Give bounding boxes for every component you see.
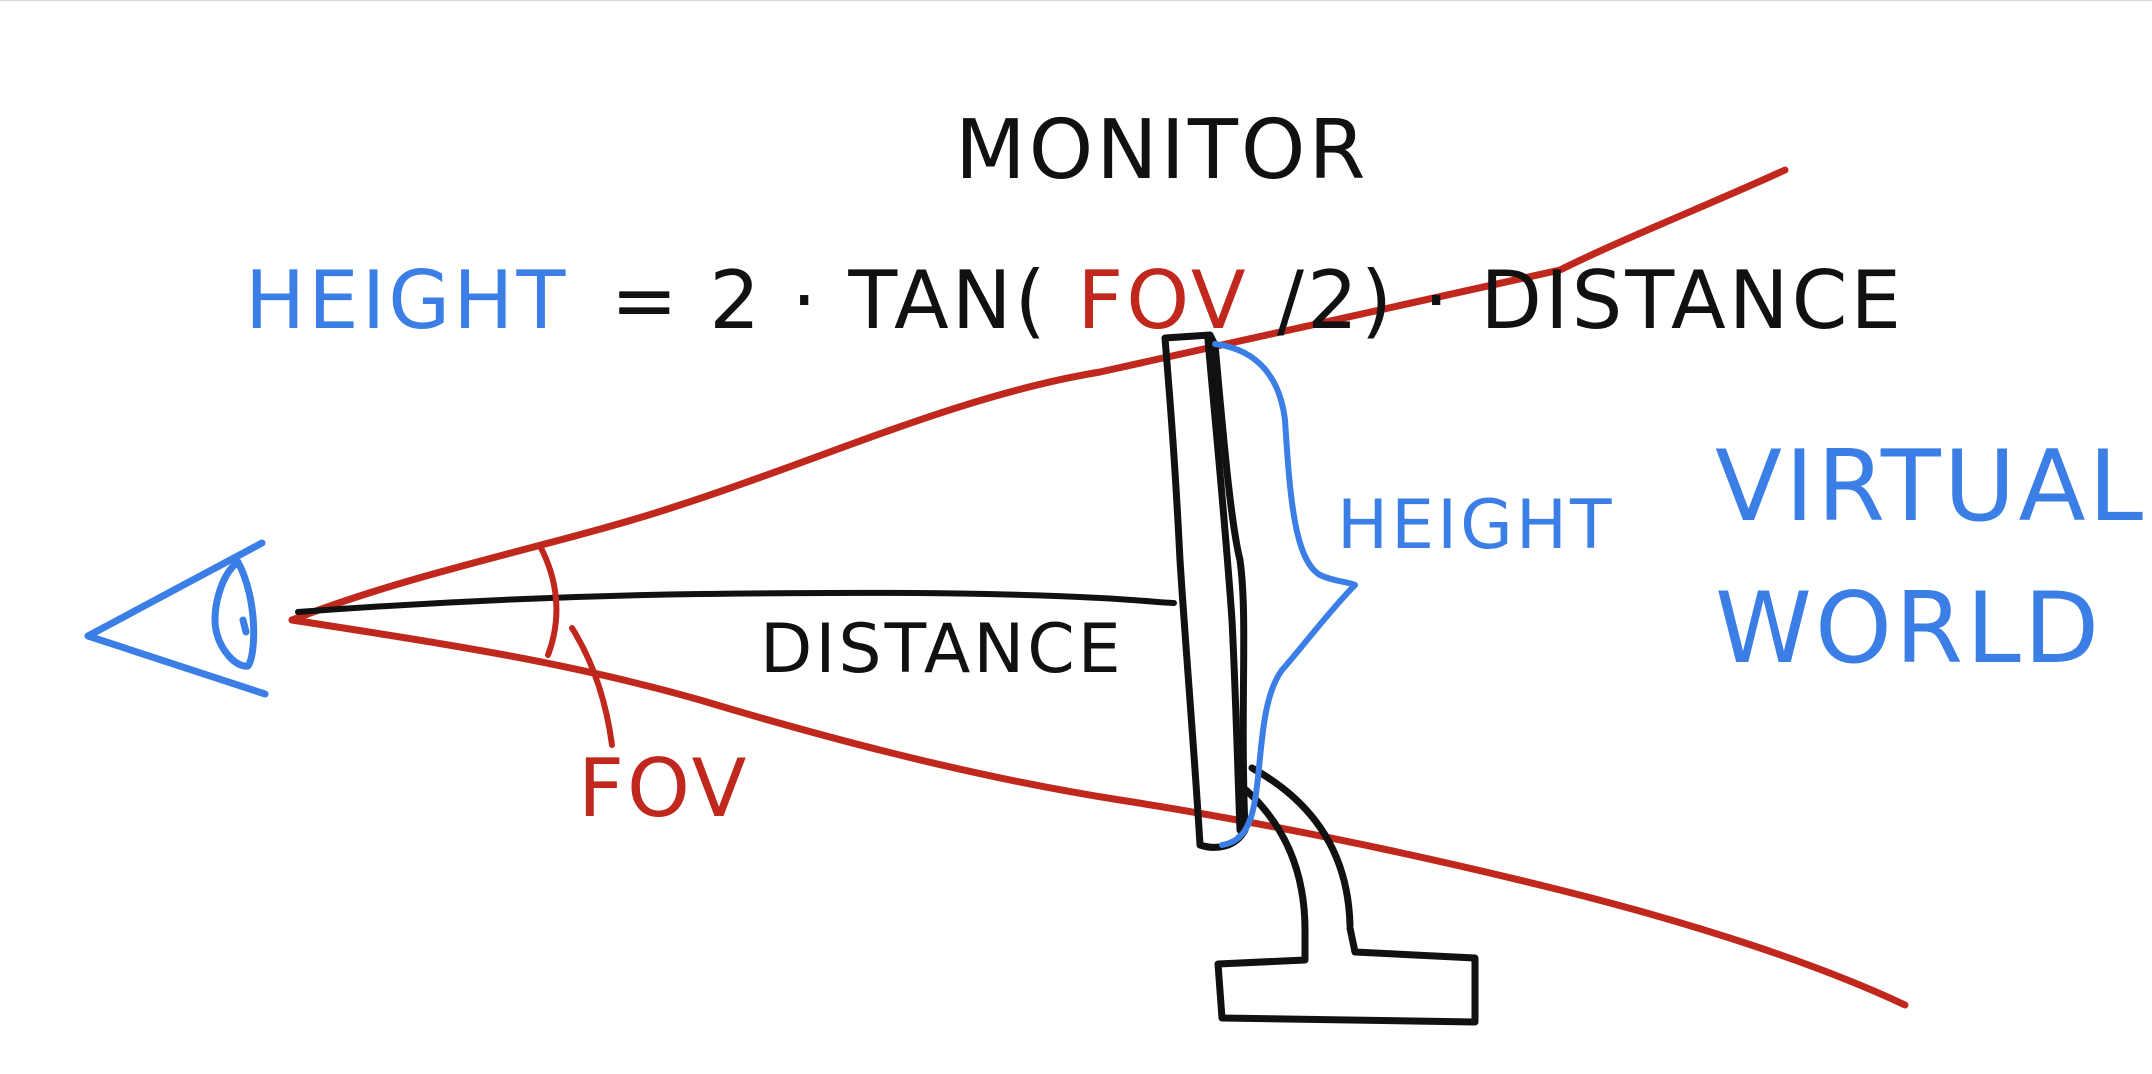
- formula: HEIGHT = 2 · TAN( FOV /2) · DISTANCE: [245, 254, 1904, 347]
- height-brace: [1212, 341, 1358, 848]
- fov-lower-ray: [288, 616, 1909, 1009]
- virtual-world-line1: VIRTUAL: [1715, 430, 2146, 544]
- monitor-label: MONITOR: [955, 103, 1368, 198]
- formula-tail: /2) · DISTANCE: [1277, 254, 1904, 347]
- height-side-label: HEIGHT: [1337, 486, 1615, 565]
- formula-eq: = 2 · TAN(: [611, 254, 1049, 347]
- fov-arc: [537, 543, 560, 658]
- fov-pointer-line: [569, 625, 615, 748]
- eye-icon: [84, 539, 269, 698]
- fov-upper-ray: [288, 166, 1789, 624]
- distance-label: DISTANCE: [760, 610, 1124, 689]
- virtual-world-line2: WORLD: [1715, 572, 2102, 686]
- top-border: [0, 0, 2152, 1]
- formula-fov: FOV: [1077, 254, 1248, 347]
- fov-label: FOV: [578, 742, 749, 835]
- formula-height: HEIGHT: [245, 254, 568, 347]
- monitor-icon: [1161, 331, 1479, 1026]
- distance-line: [295, 589, 1177, 615]
